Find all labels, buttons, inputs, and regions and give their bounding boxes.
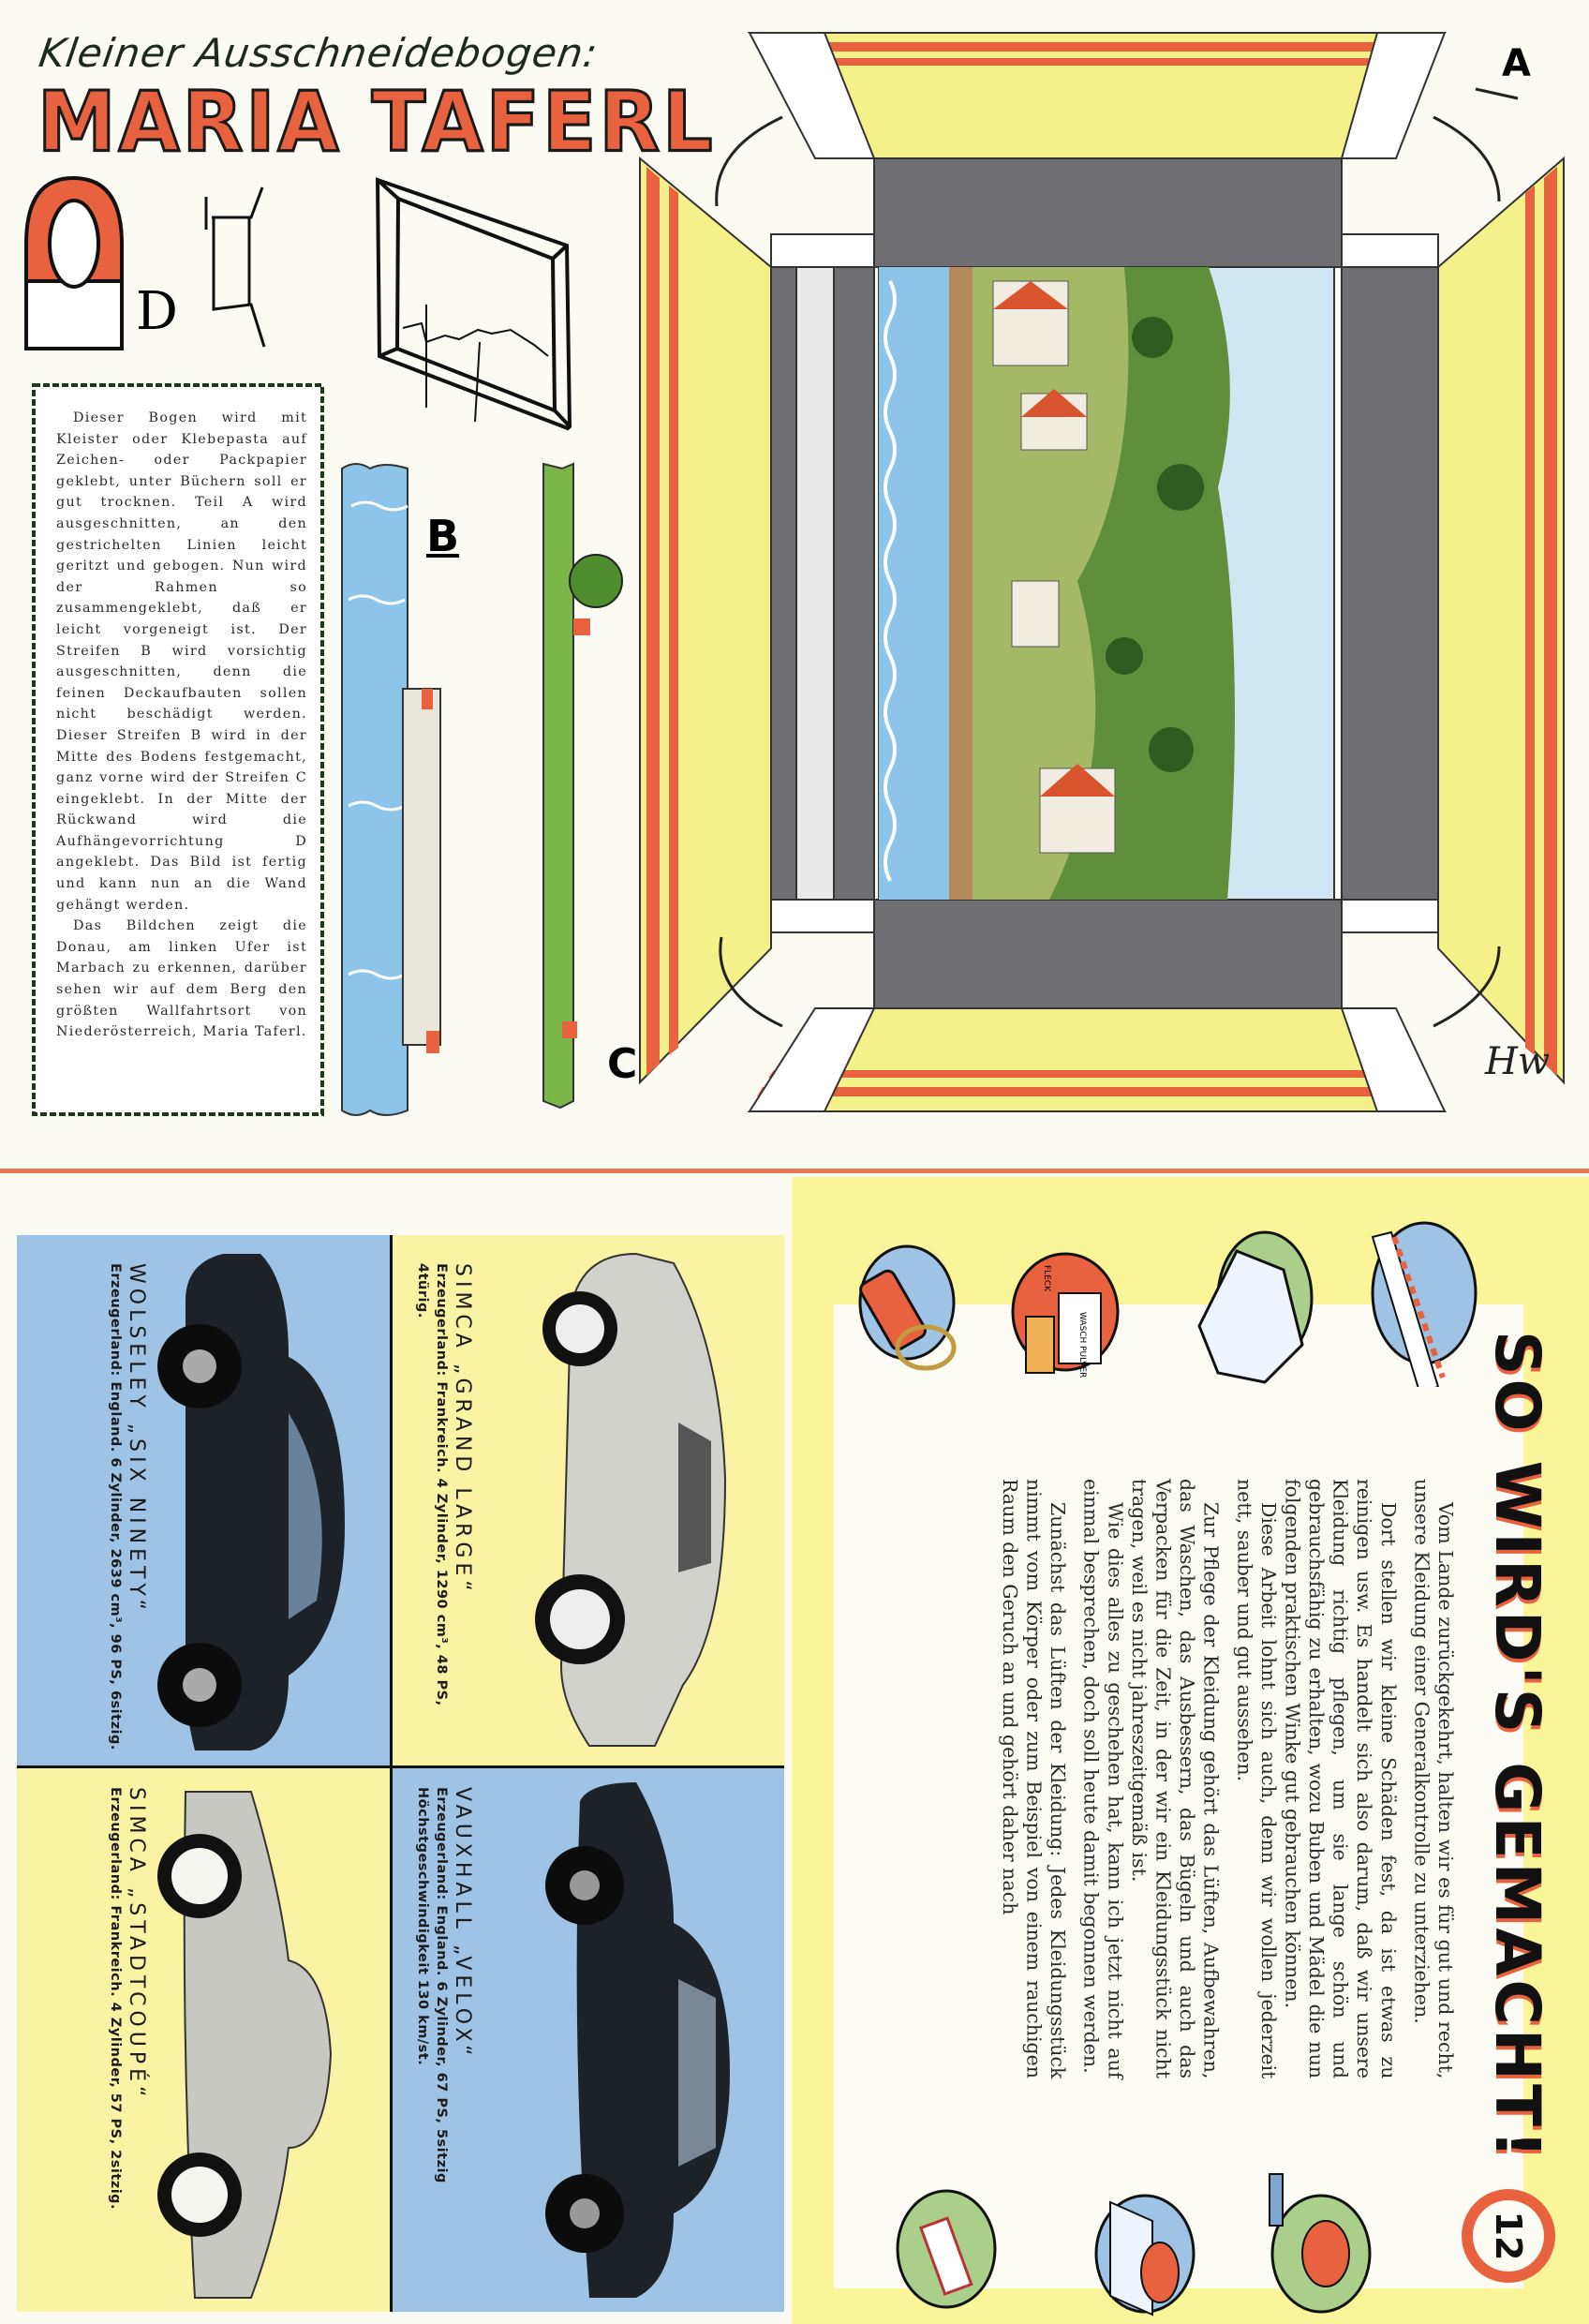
artist-signature: Hw — [1485, 1040, 1551, 1083]
label-d: D — [136, 281, 178, 342]
svg-text:FLECK: FLECK — [1042, 1265, 1051, 1292]
car-image-simca-stadtcoupe — [157, 1791, 333, 2299]
side-view-diagram — [204, 186, 266, 348]
washing-powder-icon: WASCH PULVER FLECK — [1011, 1252, 1120, 1378]
wavy-border — [32, 383, 324, 1116]
car-panel: WOLSELEY „SIX NINETY“ Erzeugerland: Engl… — [0, 1177, 792, 2324]
page-number-badge: 12 — [1462, 2189, 1555, 2283]
article-text: Vom Lande zurückgekehrt, halten wir es f… — [998, 1479, 1457, 2078]
article-box — [834, 1304, 1523, 2288]
brush-icon — [858, 1244, 957, 1371]
article-title: SO WIRD'S GEMACHT! — [1481, 1331, 1553, 2163]
car-name: SIMCA „GRAND LARGE“ — [451, 1263, 474, 1596]
hanger-icon — [1371, 1221, 1478, 1387]
car-image-simca-grand-large — [535, 1252, 727, 1747]
page-number: 12 — [1473, 2200, 1544, 2272]
car-card-simca-grand-large: SIMCA „GRAND LARGE“ Erzeugerland: Frankr… — [390, 1235, 784, 1765]
iron-icon — [1094, 2194, 1195, 2317]
sewing-kit-icon — [1269, 2173, 1372, 2314]
car-name: SIMCA „STADTCOUPÉ“ — [125, 1787, 148, 2102]
strip-b-river-boat — [341, 463, 441, 1116]
fold-arrows — [715, 87, 1519, 1028]
label-a: A — [1502, 42, 1531, 85]
strip-c-riverbank — [542, 462, 623, 1110]
car-card-wolseley: WOLSELEY „SIX NINETY“ Erzeugerland: Engl… — [17, 1235, 390, 1765]
car-details: Erzeugerland: Frankreich. 4 Zylinder, 57… — [108, 1787, 123, 2211]
shirt-icon — [1197, 1230, 1314, 1384]
car-details: Erzeugerland: Frankreich. 4 Zylinder, 12… — [415, 1263, 449, 1706]
svg-text:WASCH PULVER: WASCH PULVER — [1077, 1312, 1087, 1378]
page-divider — [0, 1169, 1589, 1173]
frame-part-a — [639, 32, 1565, 1112]
hanger-part-d — [24, 175, 124, 350]
label-c: C — [607, 1040, 638, 1088]
car-details: Erzeugerland: England. 6 Zylinder, 67 PS… — [415, 1787, 449, 2183]
car-image-vauxhall-velox — [545, 1782, 730, 2298]
car-image-wolseley — [157, 1254, 345, 1750]
label-b: B — [426, 511, 460, 561]
car-card-simca-stadtcoupe: SIMCA „STADTCOUPÉ“ Erzeugerland: Frankre… — [17, 1765, 390, 2312]
cutout-illustration — [24, 32, 1565, 1116]
instructions-text: Dieser Bogen wird mit Kleister oder Kleb… — [56, 410, 307, 1040]
car-name: VAUXHALL „VELOX“ — [451, 1787, 474, 2061]
car-card-vauxhall-velox: VAUXHALL „VELOX“ Erzeugerland: England. … — [390, 1765, 784, 2312]
sheet-subtitle: Kleiner Ausschneidebogen: — [36, 30, 601, 76]
frame-sketch — [375, 177, 572, 431]
mothball-tube-icon — [896, 2189, 997, 2309]
donau-landscape-picture — [878, 266, 1335, 901]
sheet-title: MARIA TAFERL — [37, 73, 716, 171]
car-details: Erzeugerland: England. 6 Zylinder, 2639 … — [108, 1263, 123, 1750]
instructions-box: Dieser Bogen wird mit Kleister oder Kleb… — [28, 380, 328, 1120]
car-name: WOLSELEY „SIX NINETY“ — [125, 1263, 148, 1616]
